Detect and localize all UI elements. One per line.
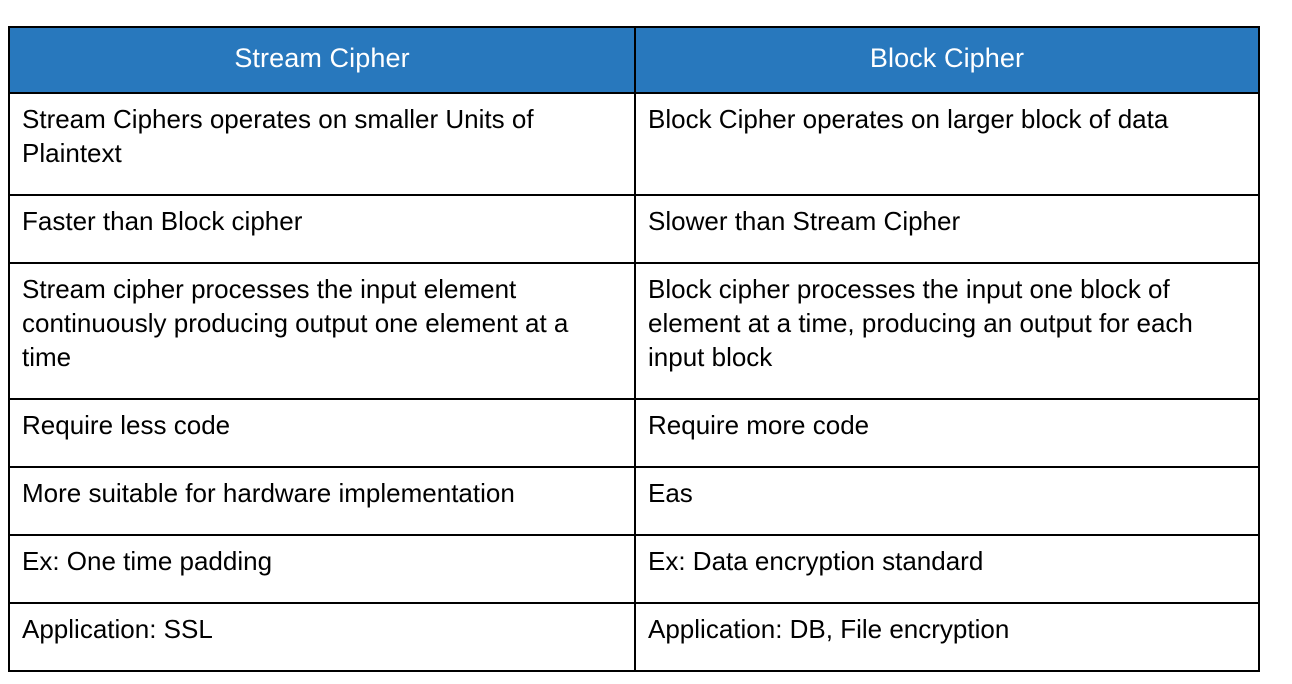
cell-block-cipher: Ex: Data encryption standard: [634, 534, 1260, 604]
cell-stream-cipher: Require less code: [8, 398, 636, 468]
column-header-block-cipher: Block Cipher: [634, 26, 1260, 94]
table-row: Faster than Block cipher Slower than Str…: [8, 194, 1260, 264]
cell-text: More suitable for hardware implementatio…: [22, 478, 515, 508]
cell-text: Block cipher processes the input one blo…: [648, 274, 1193, 372]
column-header-stream-cipher: Stream Cipher: [8, 26, 636, 94]
cell-block-cipher: Block cipher processes the input one blo…: [634, 262, 1260, 400]
cell-text: Faster than Block cipher: [22, 206, 303, 236]
table-header: Stream Cipher Block Cipher: [8, 26, 1260, 94]
cell-text: Ex: One time padding: [22, 546, 273, 576]
cell-text: Application: DB, File encryption: [648, 614, 1010, 644]
cell-block-cipher: Block Cipher operates on larger block of…: [634, 92, 1260, 196]
cell-block-cipher: Eas: [634, 466, 1260, 536]
cell-text: Require more code: [648, 410, 870, 440]
cell-stream-cipher: Faster than Block cipher: [8, 194, 636, 264]
cell-text: Require less code: [22, 410, 231, 440]
cell-block-cipher: Slower than Stream Cipher: [634, 194, 1260, 264]
cell-stream-cipher: Stream Ciphers operates on smaller Units…: [8, 92, 636, 196]
table-header-row: Stream Cipher Block Cipher: [8, 26, 1260, 94]
table-body: Stream Ciphers operates on smaller Units…: [8, 92, 1260, 672]
table-row: Stream cipher processes the input elemen…: [8, 262, 1260, 400]
table-row: More suitable for hardware implementatio…: [8, 466, 1260, 536]
cell-text: Ex: Data encryption standard: [648, 546, 984, 576]
cell-stream-cipher: Stream cipher processes the input elemen…: [8, 262, 636, 400]
cell-block-cipher: Require more code: [634, 398, 1260, 468]
cell-text: Block Cipher operates on larger block of…: [648, 104, 1169, 134]
cell-text: Slower than Stream Cipher: [648, 206, 961, 236]
table-row: Ex: One time padding Ex: Data encryption…: [8, 534, 1260, 604]
cell-text: Stream cipher processes the input elemen…: [22, 274, 569, 372]
table-row: Require less code Require more code: [8, 398, 1260, 468]
cell-text: Eas: [648, 478, 693, 508]
cell-text: Stream Ciphers operates on smaller Units…: [22, 104, 534, 168]
cell-text: Application: SSL: [22, 614, 213, 644]
cell-stream-cipher: Application: SSL: [8, 602, 636, 672]
table-row: Application: SSL Application: DB, File e…: [8, 602, 1260, 672]
cell-stream-cipher: More suitable for hardware implementatio…: [8, 466, 636, 536]
cipher-comparison-table: Stream Cipher Block Cipher Stream Cipher…: [8, 26, 1260, 672]
cell-block-cipher: Application: DB, File encryption: [634, 602, 1260, 672]
cell-stream-cipher: Ex: One time padding: [8, 534, 636, 604]
table-row: Stream Ciphers operates on smaller Units…: [8, 92, 1260, 196]
